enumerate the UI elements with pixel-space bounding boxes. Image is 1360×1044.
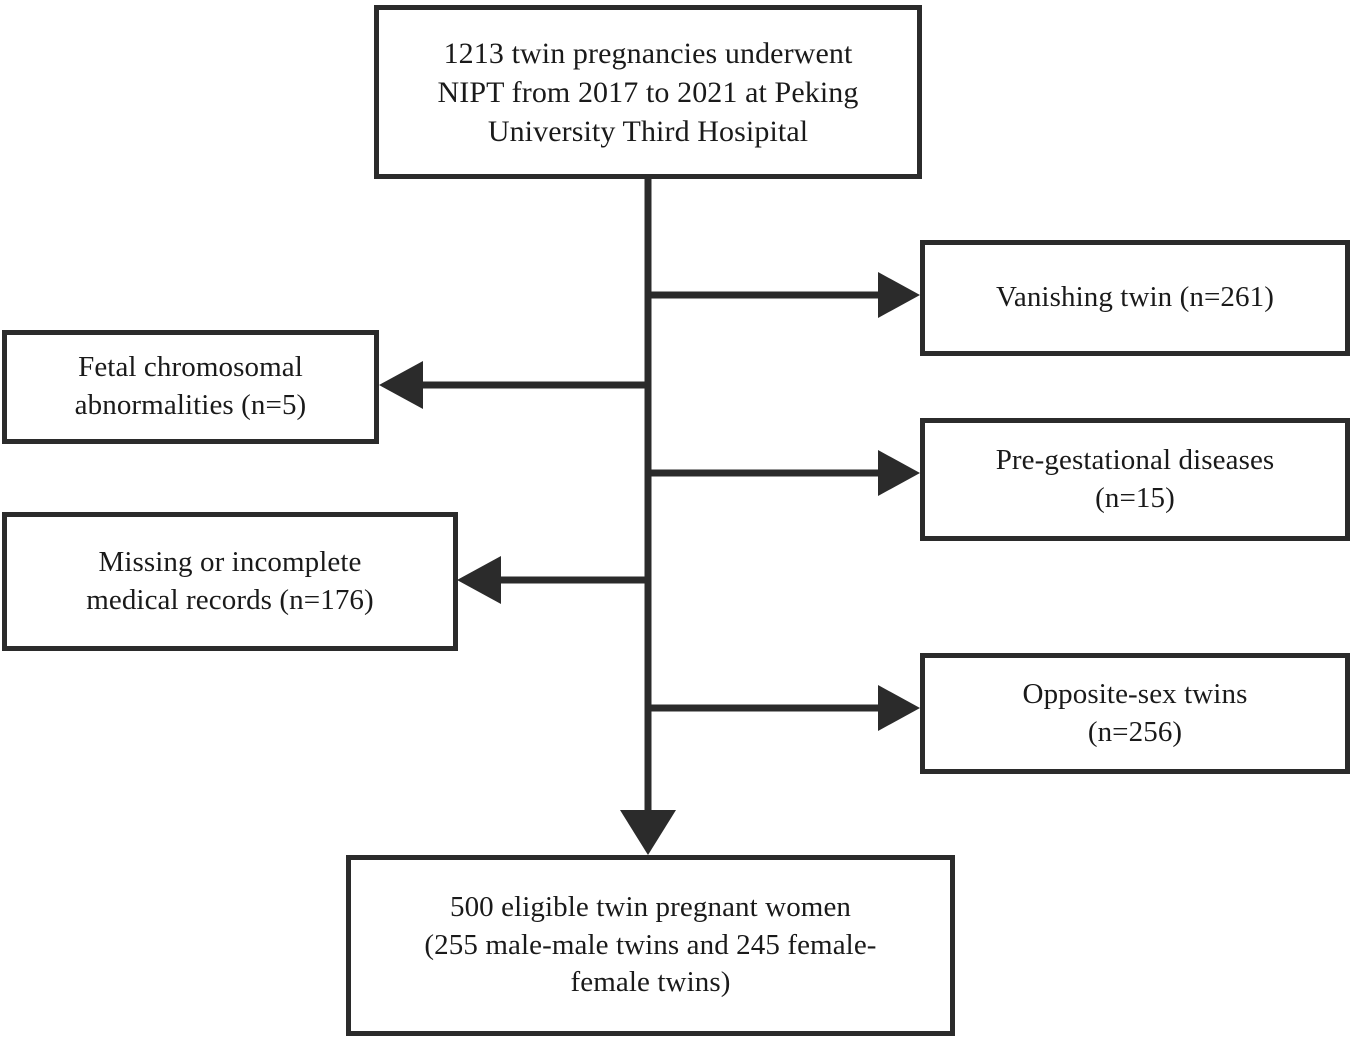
edge-source-to-vanishing-arrowhead [878,272,920,318]
node-exclusion-missing-incomplete-records-label: Missing or incomplete medical records (n… [86,545,374,616]
node-exclusion-opposite-sex-twins: Opposite-sex twins (n=256) [920,653,1350,774]
edge-source-to-chromosomal-arrowhead [379,361,423,409]
node-exclusion-fetal-chromosomal-abnormalities: Fetal chromosomal abnormalities (n=5) [2,330,379,444]
node-exclusion-pre-gestational-diseases: Pre-gestational diseases (n=15) [920,418,1350,541]
edge-source-to-records-arrowhead [457,556,501,604]
node-final-cohort: 500 eligible twin pregnant women (255 ma… [346,855,955,1036]
edge-source-to-pregestational-arrowhead [878,450,920,496]
node-exclusion-vanishing-twin-label: Vanishing twin (n=261) [996,281,1274,314]
node-source-cohort-label: 1213 twin pregnancies underwent NIPT fro… [437,36,859,148]
node-final-cohort-label: 500 eligible twin pregnant women (255 ma… [424,890,877,999]
edge-source-to-opposite-arrowhead [878,685,920,731]
node-exclusion-fetal-chromosomal-abnormalities-label: Fetal chromosomal abnormalities (n=5) [74,351,307,421]
node-exclusion-pre-gestational-diseases-label: Pre-gestational diseases (n=15) [995,443,1275,514]
node-source-cohort: 1213 twin pregnancies underwent NIPT fro… [374,5,922,179]
node-exclusion-missing-incomplete-records: Missing or incomplete medical records (n… [2,512,458,651]
node-exclusion-opposite-sex-twins-label: Opposite-sex twins (n=256) [1022,677,1248,748]
node-exclusion-vanishing-twin: Vanishing twin (n=261) [920,240,1350,356]
edge-source-to-final-arrowhead [620,810,676,855]
